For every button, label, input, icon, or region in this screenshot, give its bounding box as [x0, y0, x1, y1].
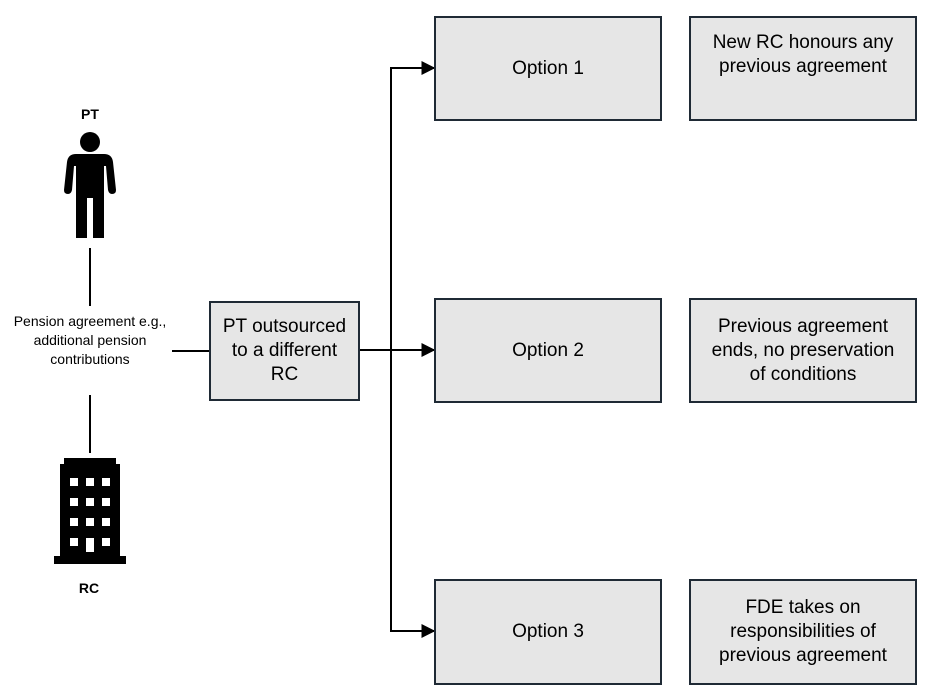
person-icon [64, 132, 116, 238]
option-2-box: Option 2 [434, 298, 662, 403]
rc-label: RC [78, 580, 100, 596]
outcome-3-box: FDE takes on responsibilities of previou… [689, 579, 917, 685]
outsourced-box: PT outsourced to a different RC [209, 301, 360, 401]
outcome-2-text: Previous agreement ends, no preservation… [711, 315, 895, 385]
outcome-1-box: New RC honours any previous agreement [689, 16, 917, 121]
option-1-label: Option 1 [512, 57, 584, 79]
option-1-box: Option 1 [434, 16, 662, 121]
pt-label: PT [81, 106, 99, 122]
outsourced-box-text: PT outsourced to a different RC [222, 316, 347, 385]
outcome-2-box: Previous agreement ends, no preservation… [689, 298, 917, 403]
outcome-3-text: FDE takes on responsibilities of previou… [719, 597, 887, 666]
agreement-text: Pension agreement e.g., additional pensi… [13, 313, 167, 367]
outcome-1-text: New RC honours any previous agreement [712, 31, 894, 77]
option-3-label: Option 3 [512, 621, 584, 642]
building-icon [54, 458, 126, 564]
option-3-box: Option 3 [434, 579, 662, 685]
option-2-label: Option 2 [512, 339, 584, 361]
